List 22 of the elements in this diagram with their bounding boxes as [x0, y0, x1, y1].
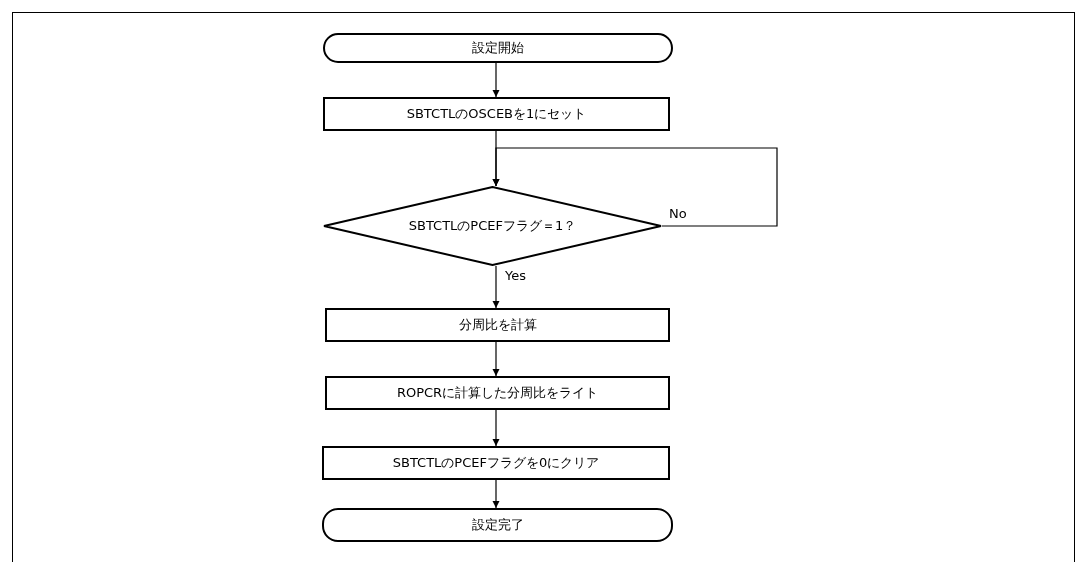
process-box [322, 446, 670, 480]
process-box [325, 376, 670, 410]
node-text: 設定完了 [471, 516, 524, 534]
terminal-box [323, 33, 673, 63]
process-box [325, 308, 670, 342]
arrow [492, 409, 500, 447]
decision-diamond [323, 186, 662, 266]
node-text: SBTCTLのOSCEBを1にセット [406, 105, 587, 123]
node-text: ROPCRに計算した分周比をライト [396, 384, 599, 402]
arrow [492, 62, 500, 98]
edge-label: Yes [504, 268, 527, 283]
process-box [323, 97, 670, 131]
arrow [492, 341, 500, 377]
arrow [492, 479, 500, 509]
terminal-box [322, 508, 673, 542]
node-text: SBTCTLのPCEFフラグを0にクリア [392, 454, 600, 472]
node-text: 分周比を計算 [458, 316, 537, 334]
arrow [492, 265, 500, 309]
edge-label: No [668, 206, 688, 221]
node-text: SBTCTLのPCEFフラグ＝1？ [408, 217, 577, 235]
arrow [492, 147, 778, 227]
node-text: 設定開始 [472, 39, 524, 57]
